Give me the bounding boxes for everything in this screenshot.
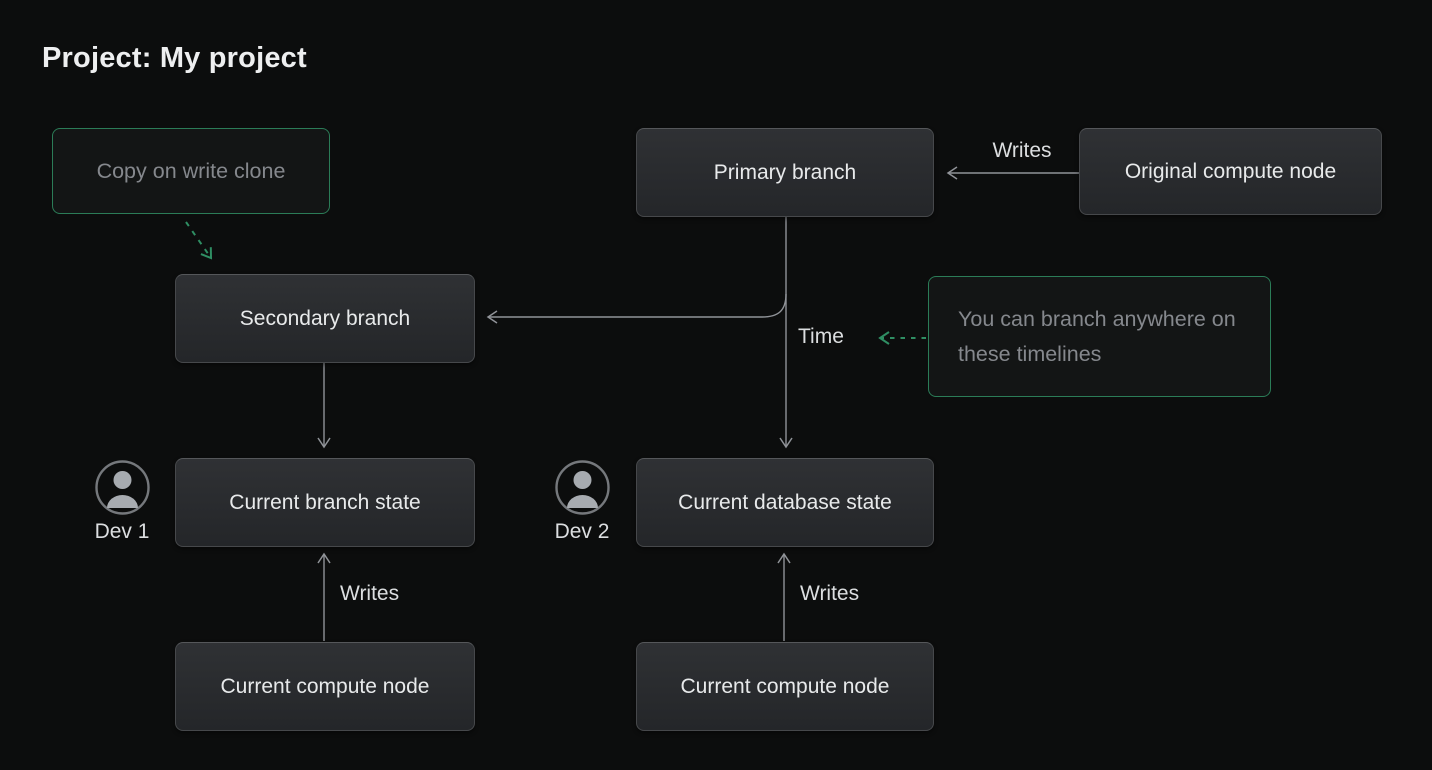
arrow-timeline-to-secondary xyxy=(486,293,787,324)
node-secondary-branch-label: Secondary branch xyxy=(239,306,411,330)
annotation-branch-anywhere: You can branch anywhere on these timelin… xyxy=(928,276,1271,397)
node-secondary-branch: Secondary branch xyxy=(175,274,475,363)
dev-2: Dev 2 xyxy=(547,459,617,544)
node-current-branch-state-label: Current branch state xyxy=(229,490,421,514)
dev-1: Dev 1 xyxy=(87,459,157,544)
node-primary-branch: Primary branch xyxy=(636,128,934,217)
node-compute-left-label: Current compute node xyxy=(220,674,430,698)
arrow-clone-to-secondary xyxy=(185,221,213,260)
node-original-compute: Original compute node xyxy=(1079,128,1382,215)
annotation-branch-anywhere-label: You can branch anywhere on these timelin… xyxy=(958,306,1236,366)
dev-1-label: Dev 1 xyxy=(94,520,150,543)
person-avatar-icon xyxy=(554,460,610,515)
dev-2-label: Dev 2 xyxy=(554,520,610,543)
node-compute-right: Current compute node xyxy=(636,642,934,731)
edge-label-writes-top: Writes xyxy=(992,139,1052,162)
node-primary-branch-label: Primary branch xyxy=(713,160,857,184)
edge-label-writes-right: Writes xyxy=(800,582,860,605)
person-avatar-icon xyxy=(94,460,150,515)
node-current-database-state: Current database state xyxy=(636,458,934,547)
node-compute-right-label: Current compute node xyxy=(680,674,890,698)
node-current-database-state-label: Current database state xyxy=(678,490,892,514)
page-title: Project: My project xyxy=(42,42,307,74)
node-current-branch-state: Current branch state xyxy=(175,458,475,547)
node-original-compute-label: Original compute node xyxy=(1124,159,1337,183)
node-compute-left: Current compute node xyxy=(175,642,475,731)
annotation-copy-label: Copy on write clone xyxy=(96,158,286,183)
edge-label-time: Time xyxy=(798,325,844,348)
annotation-copy-on-write-clone: Copy on write clone xyxy=(52,128,330,214)
edge-label-writes-left: Writes xyxy=(340,582,400,605)
